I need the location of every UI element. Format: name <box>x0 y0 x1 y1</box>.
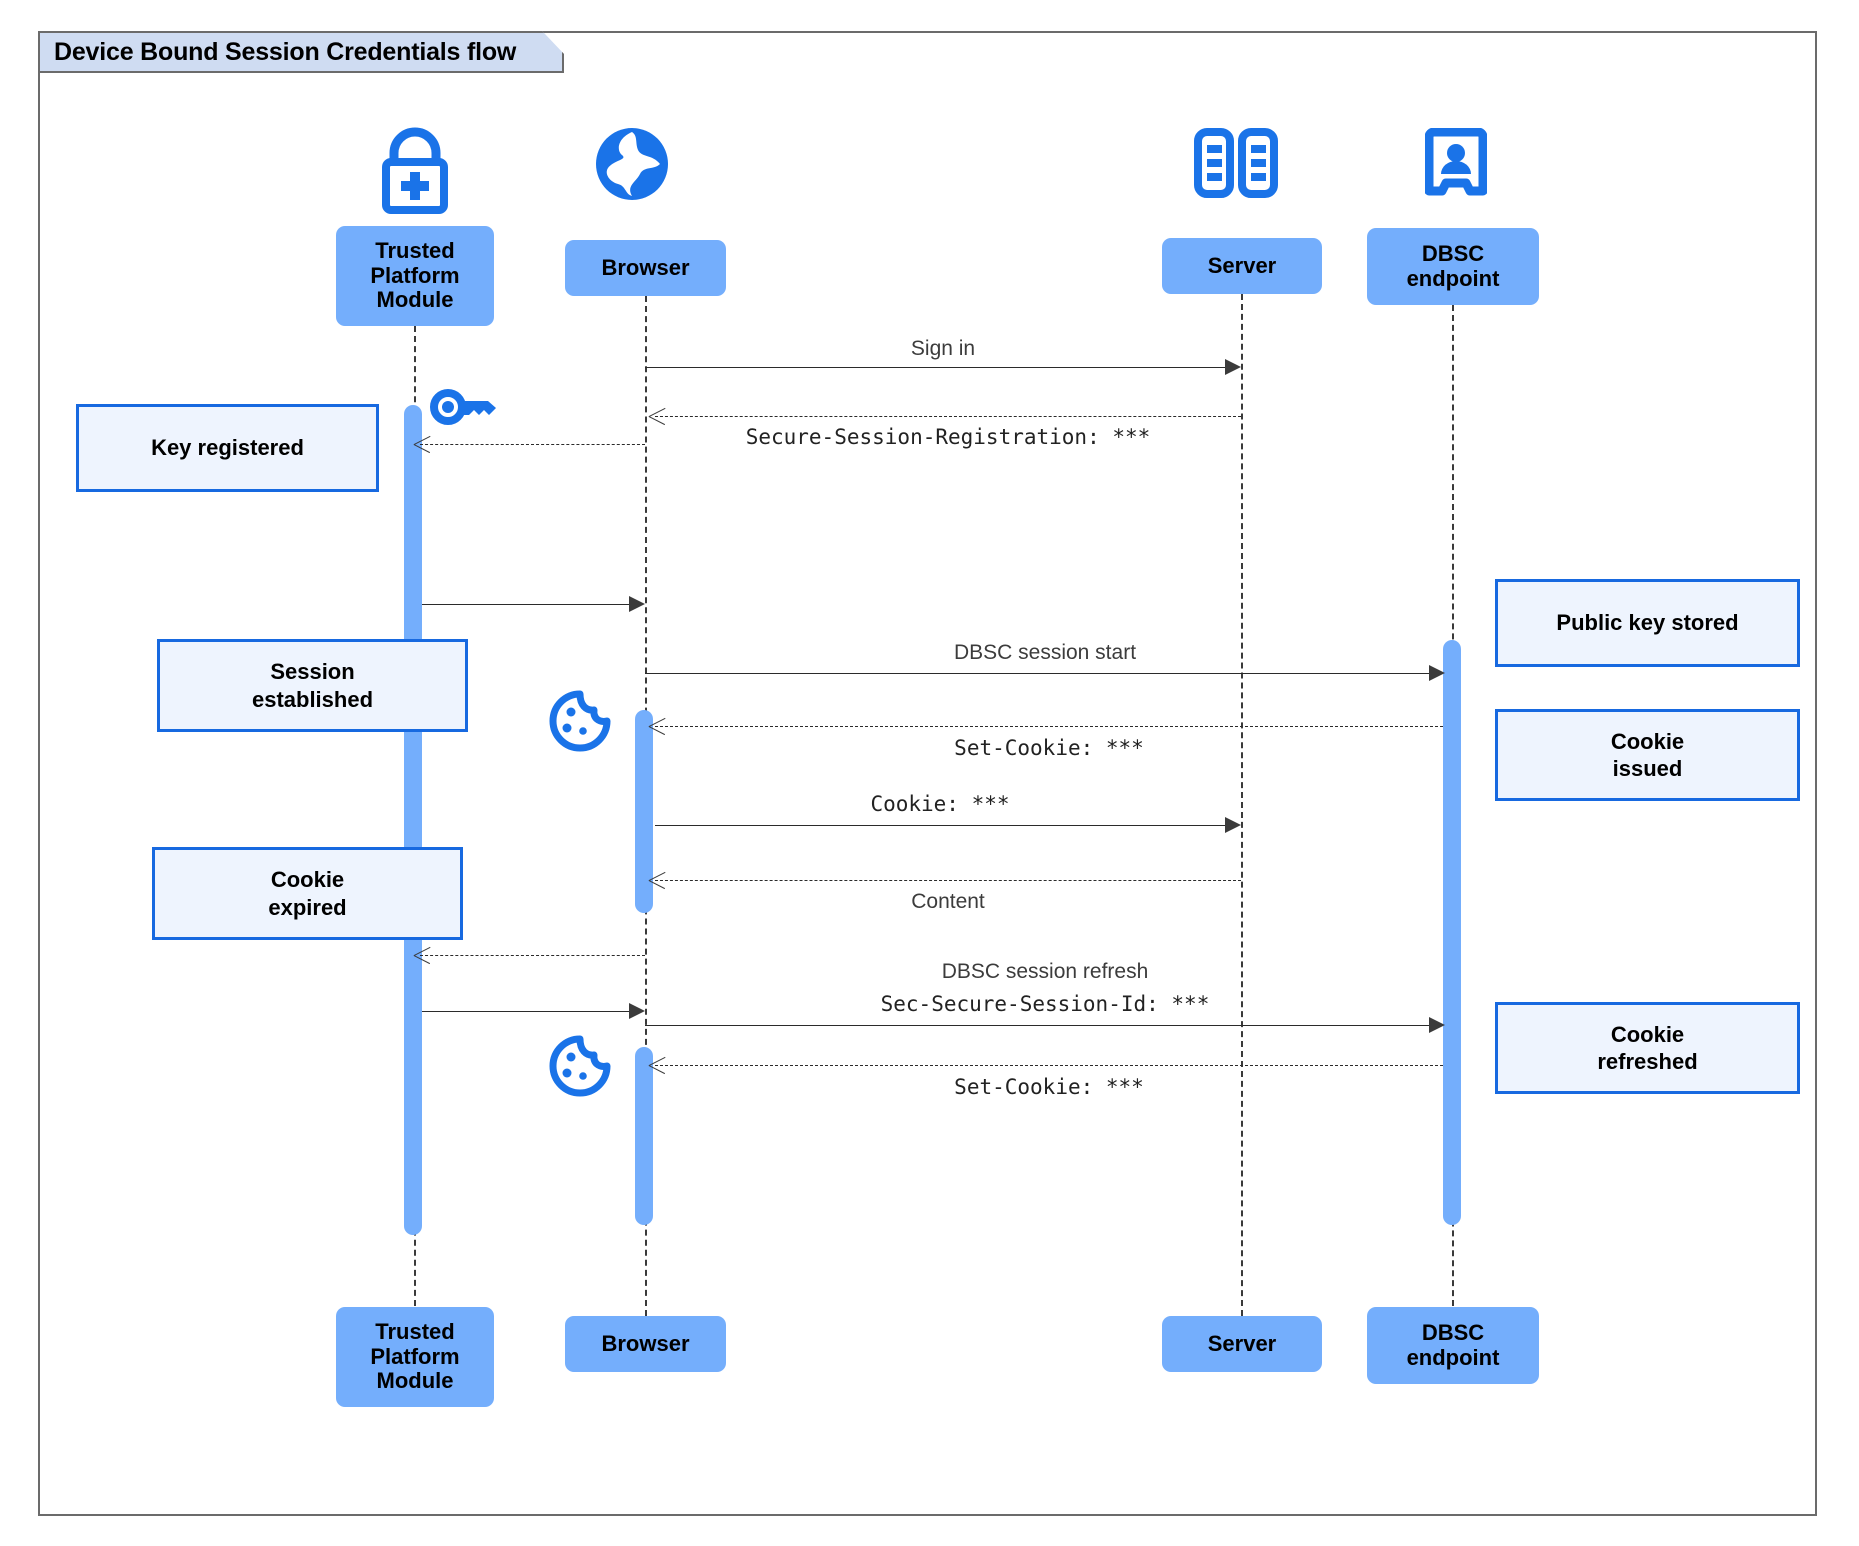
participant-foot-label-dbsc-line1: DBSC <box>1421 1319 1485 1345</box>
participant-head-tpm[interactable]: Trusted Platform Module <box>336 226 494 326</box>
message-arrowhead-dbsc-session-refresh <box>1429 1017 1445 1033</box>
note-key-registered: Key registered <box>76 404 379 492</box>
note-cookie-issued: Cookie issued <box>1495 709 1800 801</box>
participant-label-server: Server <box>1207 252 1277 278</box>
note-public-key-stored-text: Public key stored <box>1556 610 1739 636</box>
diagram-frame-title: Device Bound Session Credentials flow <box>38 31 564 73</box>
message-line-set-cookie-1 <box>655 726 1443 727</box>
participant-foot-dbsc[interactable]: DBSC endpoint <box>1367 1307 1539 1384</box>
participant-foot-label-browser: Browser <box>601 1330 690 1356</box>
participant-foot-label-server: Server <box>1207 1330 1277 1356</box>
message-label-dbsc-session-refresh-line1: DBSC session refresh <box>941 960 1149 983</box>
message-line-browser-to-tpm-2 <box>420 955 645 956</box>
message-arrowhead-cookie <box>1225 817 1241 833</box>
message-line-tpm-to-browser-2 <box>422 1011 633 1012</box>
message-line-tpm-to-browser-1 <box>422 604 633 605</box>
participant-label-browser: Browser <box>601 254 690 280</box>
note-cookie-expired-line2: expired <box>268 894 347 920</box>
message-label-dbsc-session-start: DBSC session start <box>953 641 1137 664</box>
activation-bar-tpm <box>404 405 422 1235</box>
message-arrowhead-browser-to-tpm-1 <box>414 437 428 451</box>
note-key-registered-text: Key registered <box>151 435 304 461</box>
message-arrowhead-sign-in <box>1225 359 1241 375</box>
message-label-set-cookie-2: Set-Cookie: *** <box>954 1075 1144 1099</box>
message-arrowhead-tpm-to-browser-2 <box>629 1003 645 1019</box>
message-line-sign-in <box>645 367 1225 368</box>
participant-foot-label-tpm-line1: Trusted <box>375 1319 455 1345</box>
note-cookie-expired-line1: Cookie <box>270 867 345 892</box>
participant-foot-label-tpm-line3: Module <box>376 1368 454 1394</box>
participant-foot-server[interactable]: Server <box>1162 1316 1322 1372</box>
message-label-sign-in: Sign in <box>910 337 976 360</box>
participant-foot-browser[interactable]: Browser <box>565 1316 726 1372</box>
activation-bar-browser-2 <box>635 1047 653 1225</box>
server-racks-icon <box>1193 128 1279 203</box>
message-label-cookie: Cookie: *** <box>870 792 1010 816</box>
globe-icon <box>592 124 672 209</box>
participant-label-tpm-line1: Trusted <box>375 238 455 264</box>
note-session-established: Session established <box>157 639 468 732</box>
message-arrowhead-tpm-to-browser-1 <box>629 596 645 612</box>
cookie-icon-2 <box>547 1035 613 1102</box>
note-cookie-expired: Cookie expired <box>152 847 463 940</box>
note-cookie-refreshed: Cookie refreshed <box>1495 1002 1800 1094</box>
participant-foot-label-tpm-line2: Platform <box>370 1343 460 1369</box>
message-line-dbsc-session-start <box>645 673 1429 674</box>
message-line-cookie <box>655 825 1225 826</box>
message-line-dbsc-session-refresh <box>645 1025 1429 1026</box>
lifeline-server <box>1241 294 1243 1316</box>
message-arrowhead-browser-to-tpm-2 <box>414 948 428 962</box>
participant-head-browser[interactable]: Browser <box>565 240 726 296</box>
participant-foot-tpm[interactable]: Trusted Platform Module <box>336 1307 494 1407</box>
message-arrowhead-set-cookie-2 <box>649 1058 663 1072</box>
lock-plus-icon <box>369 126 461 219</box>
message-arrowhead-set-cookie-1 <box>649 719 663 733</box>
message-arrowhead-secure-session-registration <box>649 409 663 423</box>
message-line-content <box>655 880 1241 881</box>
note-cookie-issued-line2: issued <box>1612 756 1683 781</box>
message-label-content: Content <box>911 890 985 913</box>
message-line-secure-session-registration <box>655 416 1241 417</box>
message-label-set-cookie-1: Set-Cookie: *** <box>954 736 1144 760</box>
key-icon <box>428 383 500 436</box>
participant-head-dbsc[interactable]: DBSC endpoint <box>1367 228 1539 305</box>
note-cookie-refreshed-line2: refreshed <box>1597 1049 1698 1074</box>
note-cookie-refreshed-line1: Cookie <box>1610 1021 1685 1047</box>
participant-label-tpm-line2: Platform <box>370 262 460 288</box>
participant-label-dbsc-line2: endpoint <box>1406 265 1500 291</box>
participant-label-tpm-line3: Module <box>376 287 454 313</box>
activation-bar-dbsc <box>1443 640 1461 1225</box>
message-arrowhead-dbsc-session-start <box>1429 665 1445 681</box>
participant-foot-label-dbsc-line2: endpoint <box>1406 1344 1500 1370</box>
note-cookie-issued-line1: Cookie <box>1610 728 1685 754</box>
cookie-icon-1 <box>547 690 613 757</box>
note-session-established-line2: established <box>251 686 374 712</box>
id-badge-icon <box>1424 127 1488 205</box>
participant-head-server[interactable]: Server <box>1162 238 1322 294</box>
activation-bar-browser-1 <box>635 710 653 913</box>
message-label-secure-session-registration: Secure-Session-Registration: *** <box>745 425 1151 449</box>
message-arrowhead-content <box>649 873 663 887</box>
message-line-browser-to-tpm-1 <box>420 444 645 445</box>
note-session-established-line1: Session <box>270 659 355 684</box>
participant-label-dbsc-line1: DBSC <box>1421 240 1485 266</box>
message-line-set-cookie-2 <box>655 1065 1443 1066</box>
note-public-key-stored: Public key stored <box>1495 579 1800 667</box>
message-label-dbsc-session-refresh-line2: Sec-Secure-Session-Id: *** <box>880 992 1210 1016</box>
